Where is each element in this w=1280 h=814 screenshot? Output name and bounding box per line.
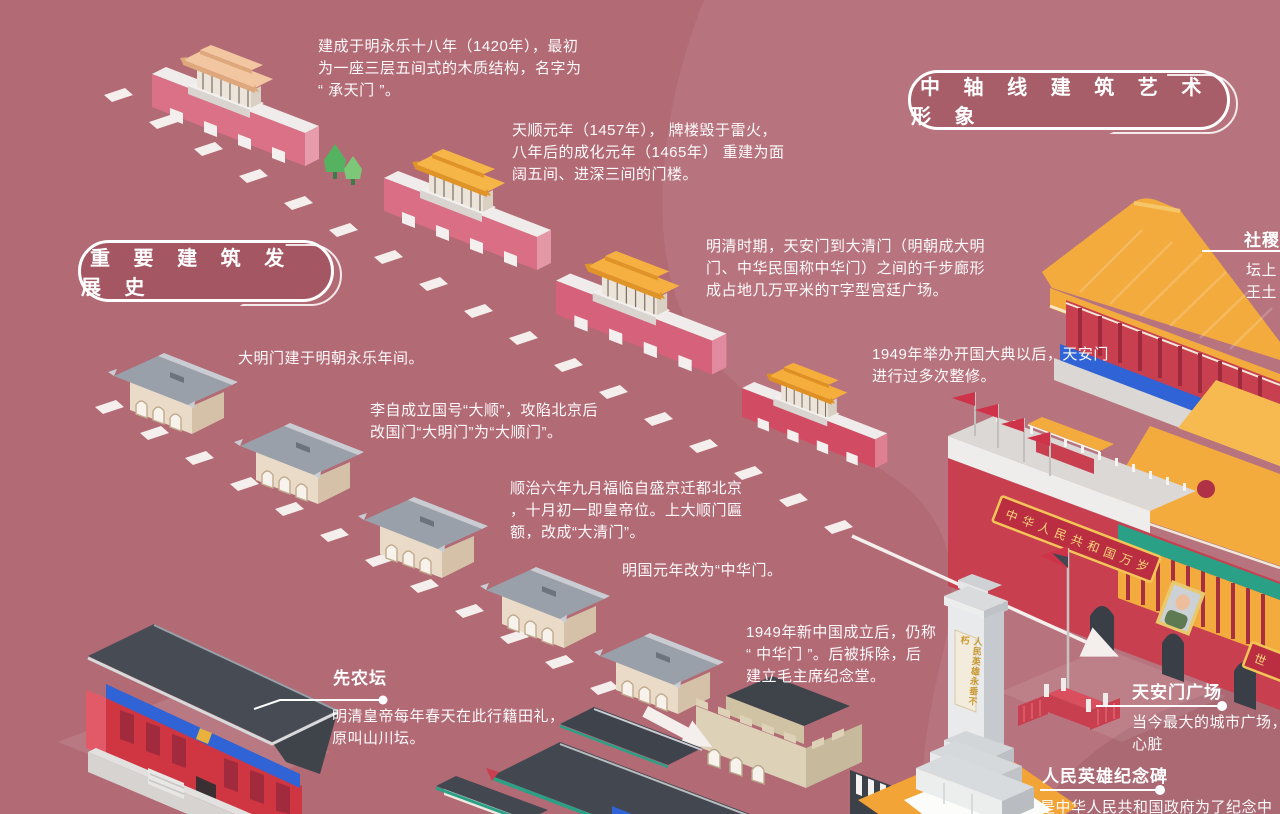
gate-chengtianmen: [151, 44, 320, 167]
tan-gatehouse: [696, 676, 862, 788]
label-xiannongtan-desc: 明清皇帝每年春天在此行籍田礼， 原叫山川坛。: [332, 708, 565, 747]
note-damingmen: 大明门建于明朝永乐年间。: [238, 350, 425, 367]
note-leihuo: 天顺元年（1457年）， 牌楼毁于雷火， 八年后的成化元年（1465年） 重建为…: [512, 122, 785, 183]
label-guangchang-title: 天安门广场: [1132, 683, 1222, 702]
roof-ornament: [1197, 480, 1215, 498]
note-zhengxiu: 1949年举办开国大典以后，天安门 进行过多次整修。: [872, 346, 1109, 385]
section-title-left: 重 要 建 筑 发 展 史: [78, 240, 334, 302]
corridor-arrow: [642, 706, 713, 747]
parapet-flags: [952, 392, 1051, 476]
tiananmen-plaque-partial: 世: [1242, 641, 1280, 689]
section-title-right-label: 中 轴 线 建 筑 艺 术 形 象: [911, 77, 1211, 128]
label-sheji-desc: 坛上 王土: [1246, 262, 1278, 301]
svg-text:世: 世: [1252, 651, 1268, 668]
zhengyangmen-temple: [435, 707, 750, 814]
note-zhonghuamen: 明国元年改为“中华门。: [622, 562, 783, 579]
label-jinianbei-title: 人民英雄纪念碑: [1042, 767, 1168, 786]
section-title-right: 中 轴 线 建 筑 艺 术 形 象: [908, 70, 1230, 130]
heroes-monument: [916, 574, 1034, 814]
note-dashun: 李自成立国号“大顺”，攻陷北京后 改国门“大明门”为“大顺门”。: [370, 402, 598, 441]
note-daqingmen: 顺治六年九月福临自盛京迁都北京 ，十月初一即皇帝位。上大顺门匾 额，改成“大清门…: [510, 480, 743, 541]
portrait: [1155, 580, 1206, 636]
note-jiniantang: 1949年新中国成立后，仍称 “ 中华门 ”。后被拆除，后 建立毛主席纪念堂。: [746, 624, 937, 685]
axis-arrowhead: [1079, 627, 1119, 657]
trees: [324, 144, 362, 185]
note-qianbulang: 明清时期，天安门到大清门（明朝成大明 门、中华民国称中华门）之间的千步廊形 成占…: [706, 238, 986, 299]
label-xiannongtan-title: 先农坛: [333, 669, 387, 688]
note-chengtianmen: 建成于明永乐十八年（1420年），最初 为一座三层五间式的木质结构，名字为 “ …: [318, 38, 582, 99]
label-guangchang-desc: 当今最大的城市广场， 心脏: [1132, 714, 1280, 753]
label-connectors: [253, 250, 1280, 795]
label-sheji-title: 社稷: [1244, 231, 1280, 250]
tiananmen-building: 中华人民共和国万岁 世: [948, 380, 1280, 710]
xiannongtan-building: [58, 624, 339, 814]
section-title-left-label: 重 要 建 筑 发 展 史: [81, 248, 294, 299]
label-jinianbei-desc: 是中华人民共和国政府为了纪念中: [1040, 799, 1273, 814]
